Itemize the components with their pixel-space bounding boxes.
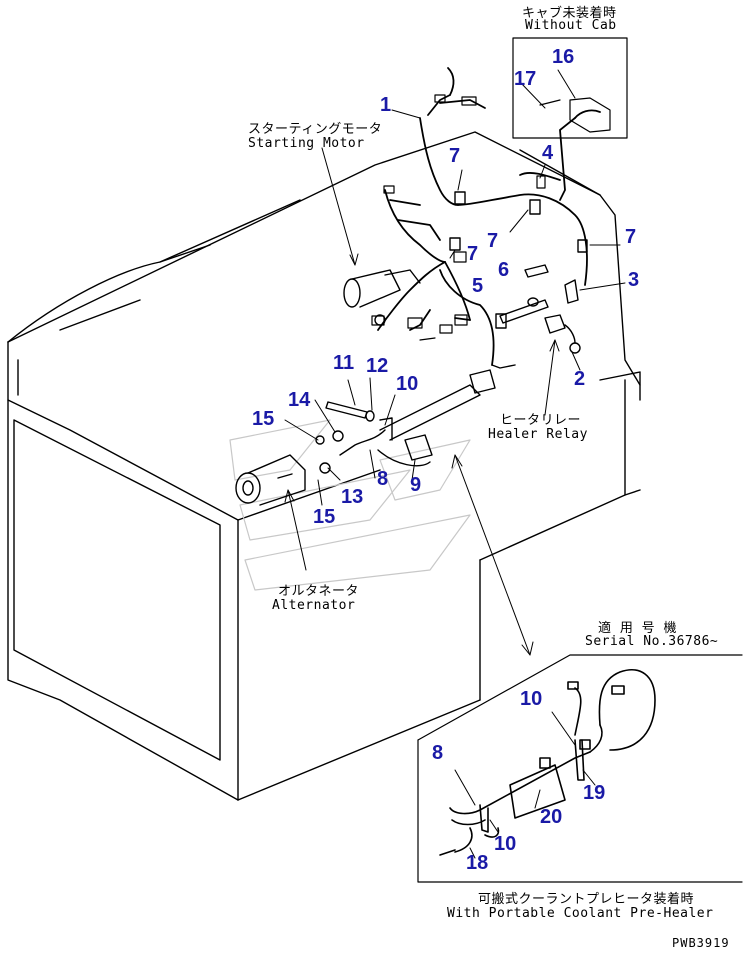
callout-6: 6	[498, 259, 510, 281]
callout-10: 10	[396, 373, 419, 395]
clips	[449, 191, 588, 253]
starting-motor	[343, 269, 421, 326]
coolant-label-en: With Portable Coolant Pre-Healer	[447, 906, 714, 921]
callout-2: 2	[574, 368, 586, 390]
callout-5: 5	[472, 275, 484, 297]
callout-7: 7	[487, 230, 499, 252]
part-16-bracket	[569, 97, 611, 133]
heater-tube	[339, 364, 516, 467]
callout-7: 7	[449, 145, 461, 167]
wiring-harness	[377, 67, 601, 366]
callout-16: 16	[552, 46, 575, 68]
without-cab-label-jp: キャブ未装着時	[522, 6, 617, 21]
alternator-label-en: Alternator	[272, 598, 356, 613]
callout-11: 11	[333, 352, 355, 374]
inset-callout-18: 18	[466, 852, 489, 874]
callout-12: 12	[366, 355, 389, 377]
callout-1: 1	[380, 94, 392, 116]
coolant-preheater-inset	[417, 654, 743, 883]
serial-label-en: Serial No.36786~	[585, 634, 719, 649]
alternator	[235, 401, 375, 506]
callout-3: 3	[628, 269, 640, 291]
starting-motor-label-jp: スターティングモータ	[248, 122, 383, 137]
inset-callout-8: 8	[432, 742, 444, 764]
inset-callout-20: 20	[540, 806, 563, 828]
inset-callout-10: 10	[494, 833, 517, 855]
drawing-code: PWB3919	[672, 936, 730, 950]
leader-lines	[284, 69, 626, 656]
bracket-3	[564, 279, 579, 304]
callout-13: 13	[341, 486, 364, 508]
serial-label-jp: 適 用 号 機	[598, 621, 677, 636]
callout-7: 7	[467, 243, 479, 265]
heater-relay-label-en: Healer Relay	[488, 427, 588, 442]
starting-motor-label-en: Starting Motor	[248, 136, 365, 151]
callout-9: 9	[410, 474, 422, 496]
bolt-5-washer-6	[495, 264, 549, 329]
bolt-11	[325, 401, 368, 419]
part-9-sleeve	[404, 434, 433, 461]
without-cab-label-en: Without Cab	[525, 18, 617, 33]
callout-4: 4	[542, 142, 554, 164]
alternator-label-jp: オルタネータ	[278, 584, 360, 599]
callout-14: 14	[288, 389, 311, 411]
without-cab-inset	[512, 37, 628, 139]
callout-15: 15	[313, 506, 336, 528]
inset-callout-10: 10	[520, 688, 543, 710]
callout-8: 8	[377, 468, 389, 490]
coolant-label-jp: 可搬式クーラントプレヒータ装着時	[478, 892, 695, 907]
callout-15: 15	[252, 408, 275, 430]
callout-7: 7	[625, 226, 637, 248]
connectors	[371, 94, 611, 341]
engine-hood-outline	[7, 131, 641, 801]
heater-relay-label-jp: ヒータリレー	[500, 413, 582, 428]
inset-callout-19: 19	[583, 782, 606, 804]
callout-17: 17	[514, 68, 537, 90]
heater-relay	[544, 314, 581, 354]
